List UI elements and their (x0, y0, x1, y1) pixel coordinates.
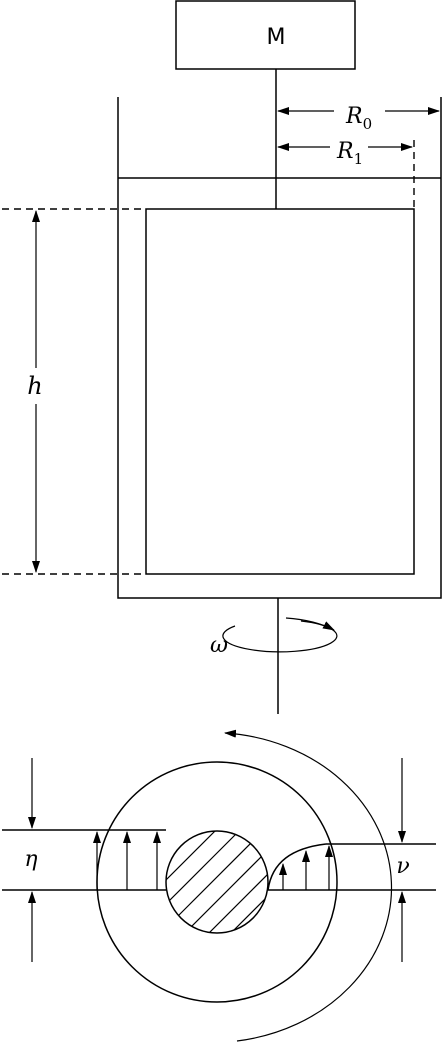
h-label: h (27, 372, 42, 400)
hub-hatching (166, 831, 268, 933)
r1-label: R1 (336, 139, 363, 168)
omega-label: ω (210, 633, 228, 658)
r0-label: R0 (345, 104, 372, 133)
mass-label: M (267, 25, 286, 50)
right-profile-curve (267, 843, 327, 891)
outer-ring (96, 761, 338, 1003)
mass-box (175, 0, 356, 70)
rotation-arrow-upper (285, 617, 335, 631)
large-rotation-arc (224, 729, 393, 1042)
eta-label: η (24, 847, 37, 872)
outer-cup-wall (117, 97, 442, 599)
nu-label: ν (396, 854, 409, 879)
hatched-hub (165, 830, 269, 934)
rotation-arrow (222, 620, 338, 653)
inner-cylinder (145, 208, 415, 575)
